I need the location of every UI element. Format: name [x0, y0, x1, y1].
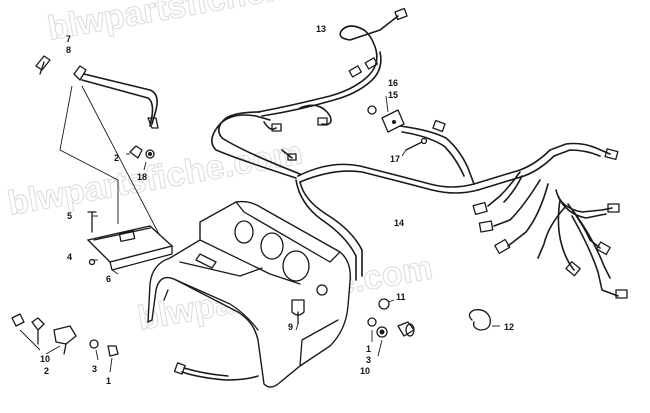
callout-labels: 7 8 13 16 15 2 18 17 14 5 4 6 11 9 1 3 1…: [40, 24, 514, 386]
callout-2-left: 2: [44, 366, 49, 376]
callout-8-top: 8: [66, 45, 71, 55]
module-15-16: [367, 95, 405, 133]
left-switch-parts: [11, 313, 119, 373]
screw-17: [401, 137, 428, 157]
key-switch-assembly: [35, 55, 159, 129]
console-housing: [147, 200, 351, 388]
bracket-leader-lines: [59, 85, 161, 237]
callout-1-right: 1: [366, 344, 371, 354]
indicator-lamp-9: [291, 299, 305, 331]
callout-9: 9: [288, 322, 293, 332]
retaining-ring-12: [468, 309, 500, 331]
callout-3-left: 3: [92, 364, 97, 374]
callout-13: 13: [316, 24, 326, 34]
callout-14: 14: [394, 218, 404, 228]
callout-12: 12: [504, 322, 514, 332]
callout-7-top: 7: [66, 34, 71, 44]
callout-18: 18: [137, 172, 147, 182]
callout-3-right: 3: [366, 355, 371, 365]
watermark-top: blwpartsfiche.com: [45, 0, 346, 48]
callout-15: 15: [388, 90, 398, 100]
mounting-bracket-plate: [86, 211, 174, 275]
screw-nut-18: [126, 145, 155, 171]
right-switch-parts: [367, 298, 415, 357]
callout-2-mid: 2: [114, 153, 119, 163]
callout-10-left: 10: [40, 354, 50, 364]
callout-11: 11: [396, 292, 406, 302]
callout-10-right: 10: [360, 366, 370, 376]
callout-5: 5: [67, 211, 72, 221]
callout-6: 6: [106, 274, 111, 284]
callout-17: 17: [390, 154, 400, 164]
wiring-harness-14: [173, 7, 628, 381]
callout-16: 16: [388, 78, 398, 88]
callout-1-left: 1: [106, 376, 111, 386]
callout-4: 4: [67, 252, 72, 262]
